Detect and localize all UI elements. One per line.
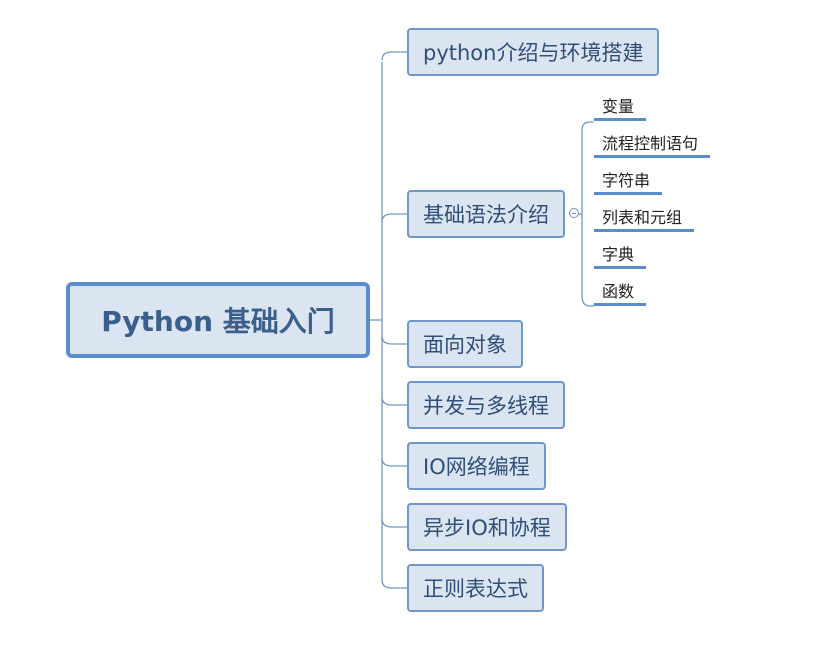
branch-connector-1 bbox=[381, 51, 407, 61]
branch-connector-2 bbox=[381, 213, 407, 223]
branch-connector-4 bbox=[381, 396, 407, 406]
branch-connector-5 bbox=[381, 457, 407, 467]
branch-label: 异步IO和协程 bbox=[423, 516, 551, 540]
leaf-label: 流程控制语句 bbox=[602, 134, 699, 153]
leaf-functions[interactable]: 函数 bbox=[594, 281, 647, 306]
branch-oop[interactable]: 面向对象 bbox=[407, 320, 523, 368]
leaf-control-flow[interactable]: 流程控制语句 bbox=[594, 133, 711, 158]
leaf-dictionaries[interactable]: 字典 bbox=[594, 244, 647, 269]
branch-label: python介绍与环境搭建 bbox=[423, 41, 644, 65]
branch-concurrency[interactable]: 并发与多线程 bbox=[407, 381, 565, 429]
branch-io-network[interactable]: IO网络编程 bbox=[407, 442, 546, 490]
branch-label: 正则表达式 bbox=[423, 577, 528, 601]
leaf-label: 变量 bbox=[602, 97, 635, 116]
branch-python-intro[interactable]: python介绍与环境搭建 bbox=[407, 28, 660, 76]
leaf-lists-tuples[interactable]: 列表和元组 bbox=[594, 207, 695, 232]
branch-connector-7 bbox=[381, 579, 407, 589]
leaf-connector-1 bbox=[581, 121, 594, 131]
leaf-label: 字典 bbox=[602, 245, 635, 264]
leaf-strings[interactable]: 字符串 bbox=[594, 170, 663, 195]
root-label: Python 基础入门 bbox=[101, 305, 335, 338]
branch-basic-syntax[interactable]: 基础语法介绍 bbox=[407, 190, 565, 238]
branch-label: 并发与多线程 bbox=[423, 394, 549, 418]
branch-connector-3 bbox=[381, 335, 407, 345]
leaf-label: 函数 bbox=[602, 282, 635, 301]
branch-regex[interactable]: 正则表达式 bbox=[407, 564, 544, 612]
branch-label: 面向对象 bbox=[423, 333, 507, 357]
collapse-toggle-icon[interactable] bbox=[569, 208, 579, 218]
branch-connector-6 bbox=[381, 518, 407, 528]
leaf-variables[interactable]: 变量 bbox=[594, 96, 647, 121]
root-node[interactable]: Python 基础入门 bbox=[66, 282, 370, 358]
branch-label: 基础语法介绍 bbox=[423, 203, 549, 227]
leaf-label: 列表和元组 bbox=[602, 208, 683, 227]
branch-label: IO网络编程 bbox=[423, 455, 530, 479]
branch-async-io[interactable]: 异步IO和协程 bbox=[407, 503, 567, 551]
leaf-connector-6 bbox=[581, 295, 594, 307]
leaf-label: 字符串 bbox=[602, 171, 651, 190]
